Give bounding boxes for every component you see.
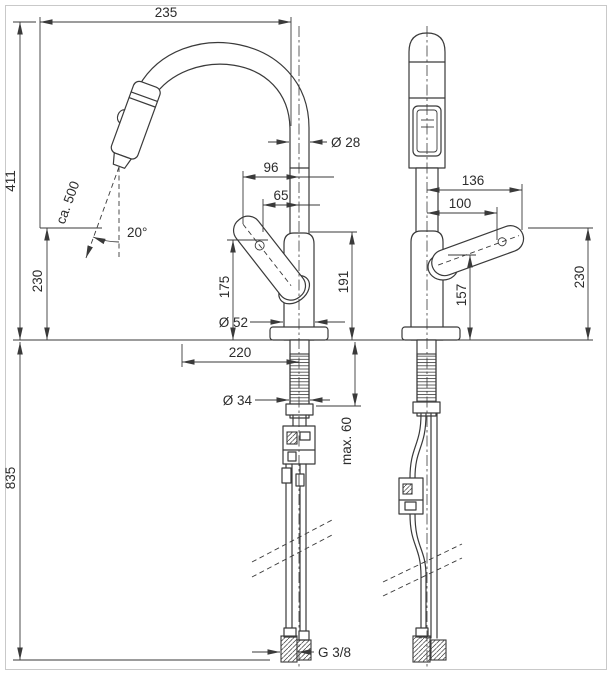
dim-overall-width-label: 235 [155, 5, 178, 20]
handle-dot-front [497, 237, 507, 247]
dim-spout-diameter-label: Ø 28 [331, 135, 360, 150]
dim-front-handle-offset: 100 [427, 196, 498, 240]
dim-handle-reach: 96 [242, 160, 334, 224]
dim-front-handle-height-label: 230 [572, 266, 587, 289]
page-frame [5, 5, 607, 670]
dim-height-label: 411 [3, 170, 18, 192]
dim-body-height: 175 [217, 239, 268, 340]
dim-outlet-height: 230 [30, 227, 102, 340]
handle-front [431, 225, 525, 277]
angle-arc [92, 236, 120, 245]
dim-overall-width: 235 [39, 5, 292, 228]
dim-front-lever-height: 157 [448, 254, 476, 340]
side-view [110, 42, 333, 663]
dim-thread-size-label: G 3/8 [318, 645, 351, 660]
dim-spray-angle-label: 20° [127, 225, 147, 240]
spray-release-hook [116, 109, 126, 124]
dim-front-handle-reach-label: 136 [462, 173, 485, 188]
dim-body-diameter: Ø 52 [219, 315, 345, 330]
break-mark-side [251, 519, 333, 578]
mounting-nut-front [412, 401, 441, 414]
check-valve-block-front [398, 477, 424, 515]
break-mark-front [382, 543, 463, 597]
g38-nut [280, 635, 298, 663]
dim-shank-diameter-label: Ø 34 [223, 393, 253, 408]
hose-connectors-side [280, 627, 312, 663]
dim-front-handle-offset-label: 100 [449, 196, 472, 211]
dim-hose-extension-label: ca. 500 [53, 179, 82, 226]
shank-thread-side [289, 353, 310, 405]
dim-spout-union-height-label: 191 [336, 271, 351, 294]
handle-side [232, 215, 311, 305]
supply-hoses-front [409, 412, 438, 639]
spray-axis-line [85, 166, 120, 259]
dim-max-deck-thickness: max. 60 [316, 342, 361, 465]
dim-height: 411 [3, 21, 36, 340]
dim-handle-offset: 65 [262, 188, 320, 232]
spray-nozzle [112, 152, 132, 169]
dim-spout-diameter: Ø 28 [268, 135, 360, 150]
dim-front-handle-reach: 136 [427, 173, 523, 230]
dim-spout-reach: 220 [181, 344, 299, 367]
shank-thread-front [416, 353, 437, 403]
hose-connectors-front [412, 627, 447, 663]
dim-max-deck-thickness-label: max. 60 [339, 417, 354, 465]
dim-body-diameter-label: Ø 52 [219, 315, 248, 330]
spray-angle-annotation: 20° ca. 500 [53, 166, 147, 260]
spray-head [110, 80, 161, 169]
dim-shank-diameter: Ø 34 [223, 393, 330, 408]
dim-below-deck-length: 835 [3, 342, 270, 661]
dim-front-lever-height-label: 157 [454, 284, 469, 307]
front-view [382, 32, 525, 663]
spout-arc [138, 42, 310, 169]
dim-spout-reach-label: 220 [229, 345, 252, 360]
dim-body-height-label: 175 [217, 276, 232, 299]
dim-front-handle-height: 230 [528, 227, 593, 340]
dim-handle-reach-label: 96 [263, 160, 278, 175]
supply-hoses-side [281, 463, 307, 641]
handle-dot [254, 240, 265, 251]
mounting-nut-side [285, 403, 314, 416]
dim-below-deck-length-label: 835 [3, 467, 18, 490]
dim-handle-offset-label: 65 [273, 188, 288, 203]
dim-spout-union-height: 191 [310, 231, 357, 340]
handle-lever-front [431, 225, 525, 277]
dim-outlet-height-label: 230 [30, 270, 45, 293]
base-escutcheon-front [401, 326, 461, 341]
dim-thread-size: G 3/8 [252, 645, 351, 660]
